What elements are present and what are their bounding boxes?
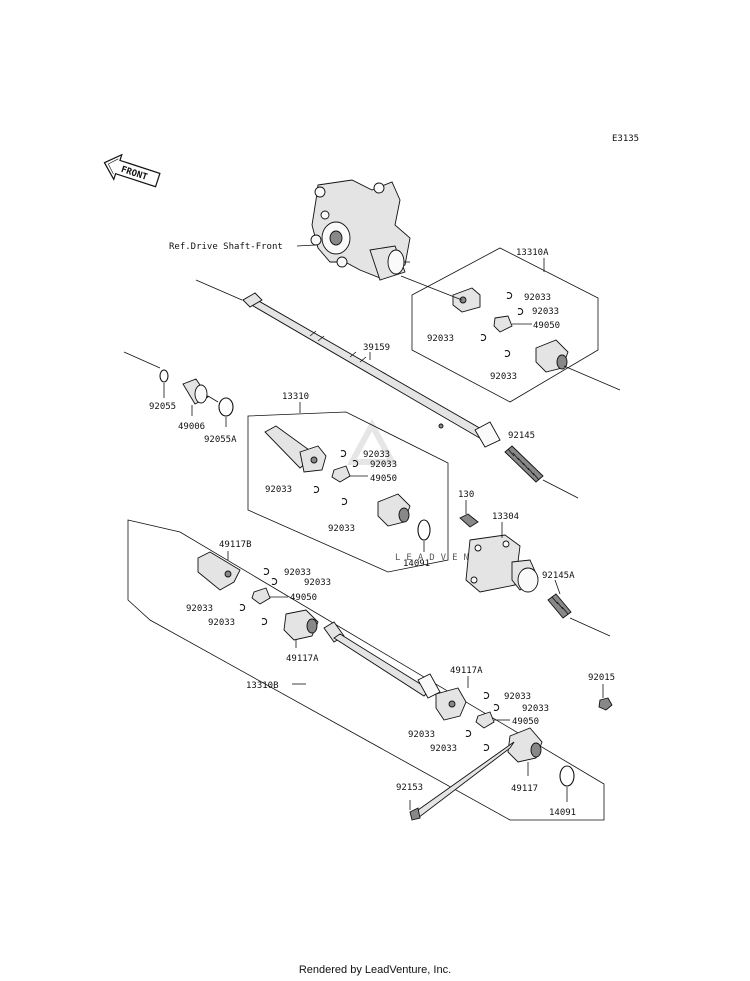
- label-b-92033-3: 92033: [265, 485, 292, 495]
- joint-assembly-13310a: 13310A 92033 92033 49050 92033 92033: [411, 247, 599, 403]
- label-d-92033-1: 92033: [504, 692, 531, 702]
- front-gear-case: [310, 179, 411, 281]
- nut-92015: 92015: [588, 673, 615, 711]
- washer-14091: 14091: [549, 765, 576, 818]
- spring-92145: 92145: [504, 431, 579, 499]
- label-13310b: 13310B: [246, 681, 279, 691]
- label-92145a: 92145A: [542, 571, 575, 581]
- label-b-92033-2: 92033: [370, 460, 397, 470]
- watermark-text: LEADVENTURE: [395, 553, 521, 563]
- label-49117a-2: 49117A: [450, 666, 483, 676]
- label-13310: 13310: [282, 392, 309, 402]
- spring-92145a: 92145A: [542, 571, 611, 637]
- label-49117b: 49117B: [219, 540, 252, 550]
- diagram-code: E3135: [612, 134, 639, 144]
- label-a-49050: 49050: [533, 321, 560, 331]
- seal-group: 92055 49006 92055A: [123, 351, 237, 445]
- label-13304: 13304: [492, 512, 519, 522]
- label-49006: 49006: [178, 422, 205, 432]
- label-14091-a: 14091: [403, 559, 430, 569]
- front-arrow-icon: FRONT: [103, 153, 161, 188]
- label-d-92033-4: 92033: [430, 744, 457, 754]
- label-c-49050: 49050: [290, 593, 317, 603]
- label-d-92033-3: 92033: [408, 730, 435, 740]
- housing-13304: 130 13304: [458, 490, 539, 593]
- label-39159: 39159: [363, 343, 390, 353]
- footer-credit: Rendered by LeadVenture, Inc.: [298, 964, 452, 976]
- label-a-92033-4: 92033: [490, 372, 517, 382]
- label-c-92033-4: 92033: [208, 618, 235, 628]
- label-b-49050: 49050: [370, 474, 397, 484]
- label-d-92033-2: 92033: [522, 704, 549, 714]
- label-13310a: 13310A: [516, 248, 549, 258]
- label-a-92033-1: 92033: [524, 293, 551, 303]
- label-c-92033-2: 92033: [304, 578, 331, 588]
- label-b-92033-1: 92033: [363, 450, 390, 460]
- watermark: LEADVENTURE: [346, 418, 521, 563]
- label-a-92033-3: 92033: [427, 334, 454, 344]
- label-14091-b: 14091: [549, 808, 576, 818]
- joint-assembly-13310b: 13310B 49117B 92033 92033 49050 92033 92…: [127, 519, 605, 821]
- label-c-92033-1: 92033: [284, 568, 311, 578]
- drive-shaft-39159: 39159: [195, 279, 501, 448]
- label-49117: 49117: [511, 784, 538, 794]
- label-92055a: 92055A: [204, 435, 237, 445]
- label-c-92033-3: 92033: [186, 604, 213, 614]
- label-130: 130: [458, 490, 474, 500]
- bolt-92153: 92153: [396, 741, 515, 821]
- label-49117a-1: 49117A: [286, 654, 319, 664]
- joint-assembly-13310: 13310 92033 92033 49050 92033 92033 1409…: [247, 392, 449, 573]
- label-a-92033-2: 92033: [532, 307, 559, 317]
- label-b-92033-4: 92033: [328, 524, 355, 534]
- label-92055: 92055: [149, 402, 176, 412]
- label-d-49050: 49050: [512, 717, 539, 727]
- ref-drive-shaft-front: Ref.Drive Shaft-Front: [169, 242, 283, 252]
- label-92015: 92015: [588, 673, 615, 683]
- label-92153: 92153: [396, 783, 423, 793]
- label-92145: 92145: [508, 431, 535, 441]
